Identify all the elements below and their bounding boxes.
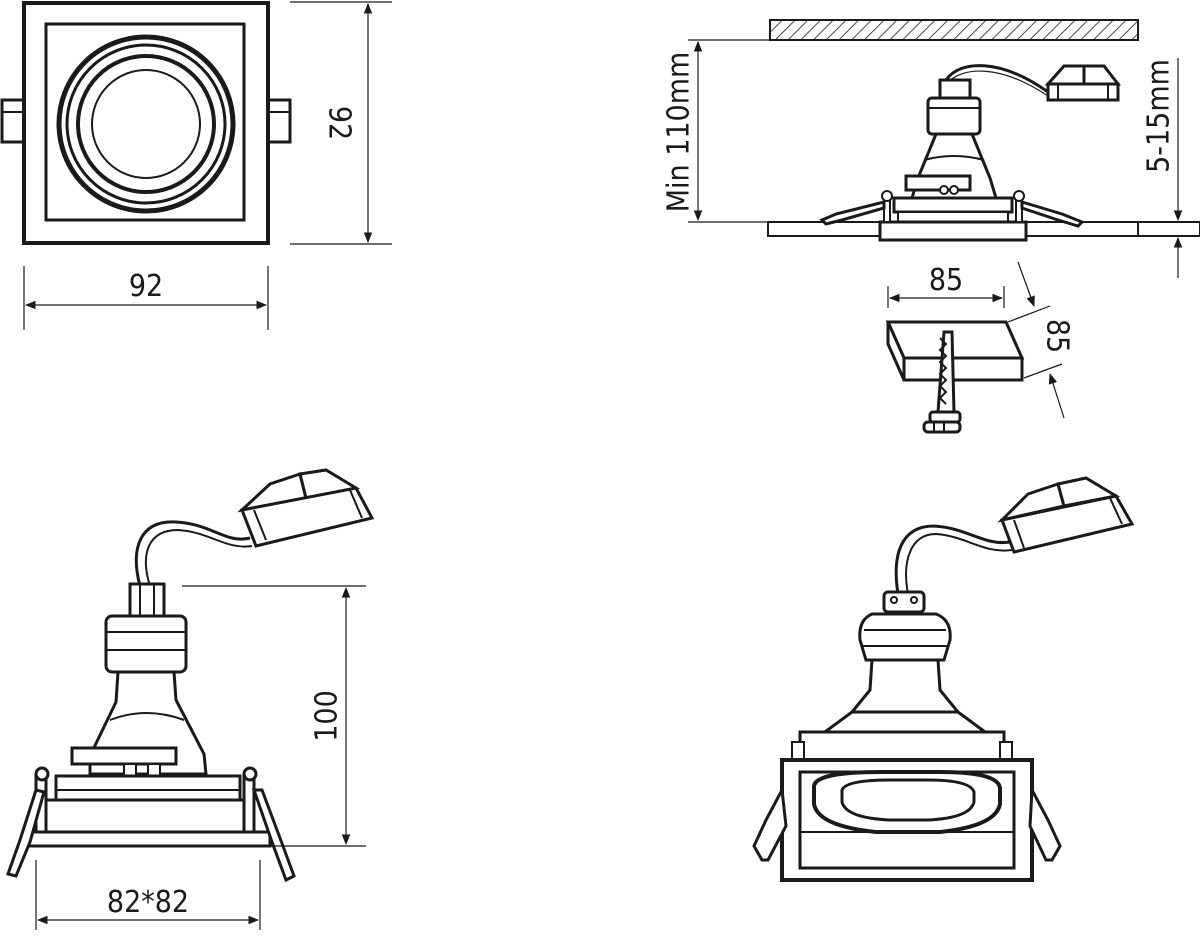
fixture-trim-side bbox=[6, 766, 296, 883]
dimension-label-body-height: 100 bbox=[310, 690, 345, 742]
driver-box bbox=[1044, 64, 1122, 102]
dimension-line-cutout-depth-bottom bbox=[1048, 372, 1065, 419]
fixture-trim-perspective bbox=[752, 730, 1062, 882]
inner-frame bbox=[44, 22, 246, 222]
dimension-label-cutout-width: 85 bbox=[929, 263, 963, 298]
dimension-label-cutout-depth: 85 bbox=[1040, 319, 1075, 353]
side-view: 100 82*82 bbox=[6, 468, 375, 930]
lamp-holder bbox=[70, 582, 208, 777]
dimension-label-base-size: 82*82 bbox=[107, 885, 189, 920]
perspective-view bbox=[752, 476, 1135, 882]
outer-ring bbox=[812, 770, 1002, 834]
dimension-label-thickness: 5-15mm bbox=[1142, 59, 1177, 173]
cable bbox=[134, 520, 251, 587]
lamp-holder bbox=[809, 590, 1001, 742]
dimension-label-height: 92 bbox=[322, 106, 357, 140]
inner-lens bbox=[91, 69, 201, 179]
outer-ring bbox=[56, 34, 236, 214]
lamp-body-small bbox=[904, 78, 999, 200]
driver-box bbox=[237, 468, 375, 548]
dimension-label-min-depth: Min 110mm bbox=[662, 52, 697, 213]
dimension-line-cutout-depth-top bbox=[1017, 261, 1035, 308]
inner-ring bbox=[840, 778, 976, 822]
saw-icon bbox=[922, 330, 962, 434]
board-top-face bbox=[885, 320, 1025, 360]
middle-ring bbox=[76, 54, 216, 194]
top-view: 92 92 bbox=[0, 1, 392, 330]
installation-view: Min 110mm 5-15mm bbox=[662, 19, 1200, 278]
driver-box bbox=[997, 476, 1135, 554]
cable bbox=[944, 64, 1049, 94]
cable bbox=[894, 524, 1011, 595]
cutout-detail: 85 85 bbox=[885, 261, 1075, 434]
board-front-face bbox=[902, 356, 1024, 382]
fixture-trim-small bbox=[819, 190, 1085, 242]
upper-slab bbox=[769, 19, 1139, 41]
dimension-label-width: 92 bbox=[129, 269, 163, 304]
